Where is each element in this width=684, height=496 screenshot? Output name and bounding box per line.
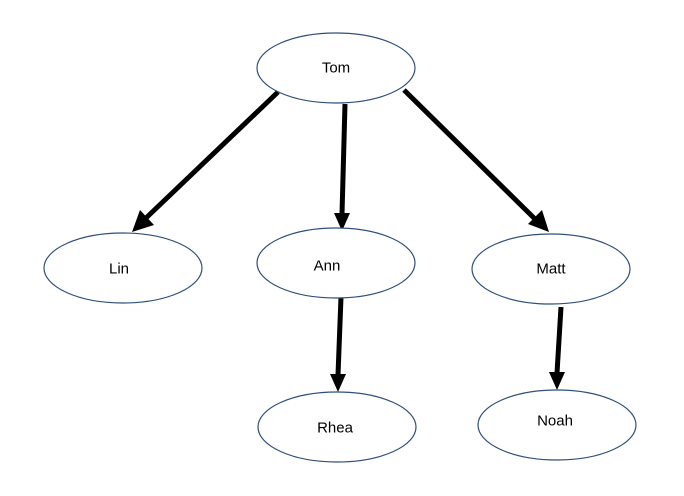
node-noah: Noah (477, 389, 637, 461)
node-label: Tom (322, 60, 350, 77)
node-label: Noah (537, 413, 573, 430)
arrowhead-icon (334, 213, 350, 231)
node-ellipse (477, 389, 637, 461)
edge-ann-rhea (330, 296, 346, 392)
edge-matt-noah (549, 306, 565, 390)
node-tom: Tom (256, 32, 416, 104)
edge-tom-matt (402, 88, 549, 232)
node-label: Rhea (317, 420, 354, 437)
edges (132, 88, 565, 392)
arrowhead-icon (330, 374, 346, 392)
node-label: Lin (109, 261, 129, 278)
edge-tom-ann (334, 103, 350, 231)
node-ellipse (257, 391, 417, 463)
node-lin: Lin (43, 232, 203, 304)
edge-tom-lin (132, 90, 280, 232)
node-ellipse (471, 233, 631, 305)
arrowhead-icon (132, 210, 154, 232)
arrowhead-icon (549, 372, 565, 390)
node-label: Matt (536, 261, 566, 278)
node-rhea: Rhea (257, 391, 417, 463)
node-label: Ann (314, 258, 341, 275)
node-ellipse (256, 227, 416, 299)
node-ellipse (256, 32, 416, 104)
arrowhead-icon (528, 210, 549, 232)
node-ann: Ann (256, 227, 416, 299)
node-matt: Matt (471, 233, 631, 305)
node-ellipse (43, 232, 203, 304)
